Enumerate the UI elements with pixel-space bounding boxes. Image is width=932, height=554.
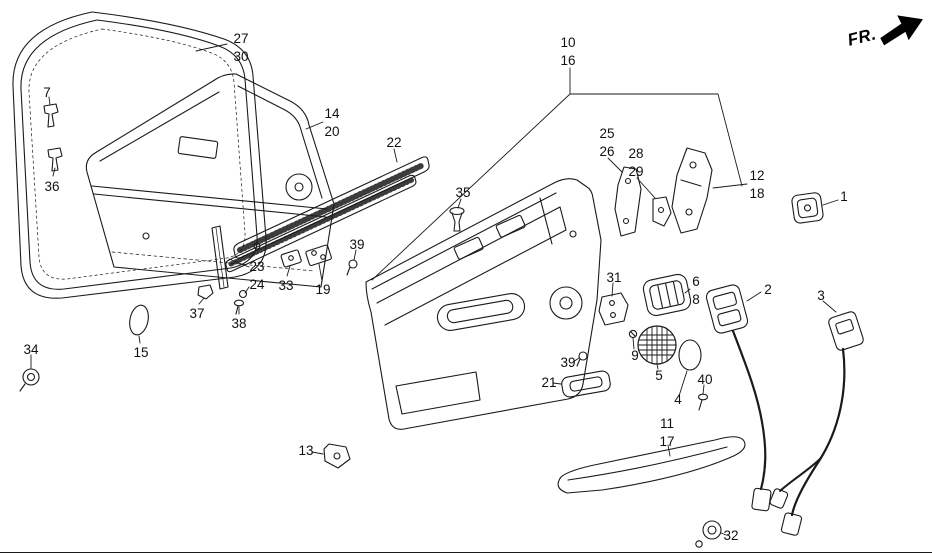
beltline-trim-strips (225, 156, 430, 273)
fr-arrow-icon (880, 15, 923, 46)
pull-pocket (561, 370, 611, 398)
clip-28-29 (652, 196, 672, 227)
window-switch-assembly (705, 284, 772, 512)
assembly-group-lines (371, 67, 743, 281)
bracket-25-26 (614, 166, 642, 237)
door-lining-panel (365, 178, 602, 430)
vent-grille (642, 273, 692, 317)
fr-direction: FR. (844, 8, 927, 56)
bracket-12-18 (671, 147, 713, 234)
gasket-ring (678, 339, 702, 371)
remote-switch (791, 192, 824, 224)
door-inner-panel (85, 73, 335, 288)
small-fasteners (19, 103, 722, 548)
speaker-grille (637, 325, 677, 365)
armrest (557, 436, 746, 494)
door-wire-harness (769, 311, 864, 536)
door-weatherstrip (12, 11, 267, 299)
leader-lines (30, 43, 839, 536)
fr-label: FR. (845, 24, 879, 50)
